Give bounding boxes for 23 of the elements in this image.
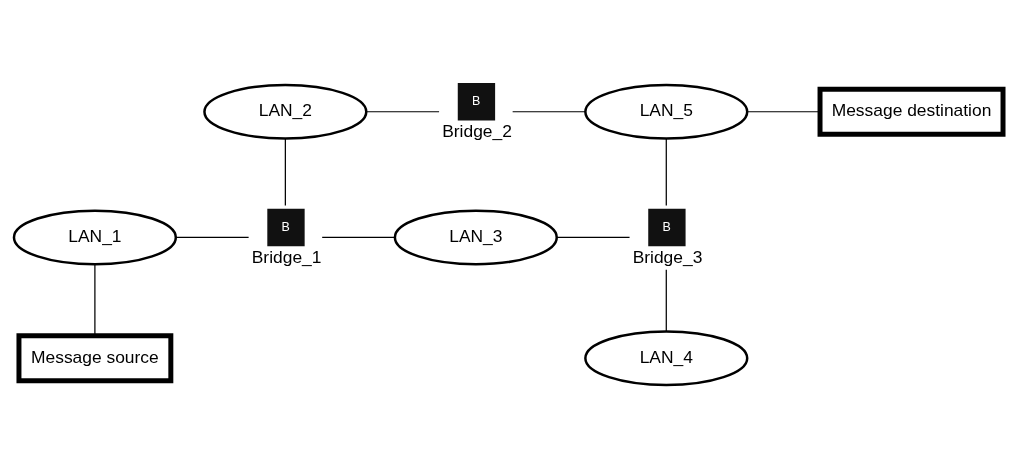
connector: [665, 268, 667, 332]
node-ellipse: LAN_5: [583, 83, 748, 140]
connector: [174, 236, 249, 238]
node-label: Bridge_2: [441, 120, 512, 141]
connector: [365, 110, 440, 112]
node-box: B: [647, 208, 686, 246]
connector: [555, 236, 630, 238]
connector: [93, 263, 96, 336]
node-ellipse: LAN_2: [202, 83, 367, 140]
connector: [746, 110, 820, 112]
node-ellipse: LAN_4: [583, 329, 748, 386]
node-ellipse: LAN_3: [393, 208, 558, 265]
connector: [284, 137, 286, 206]
node-box: Message destination: [817, 86, 1005, 137]
node-label: Bridge_3: [632, 246, 702, 267]
node-box: Message source: [15, 332, 173, 383]
node-ellipse: LAN_1: [12, 208, 177, 265]
node-box: B: [457, 82, 495, 120]
node-label: Bridge_1: [251, 246, 321, 267]
node-box: B: [266, 208, 305, 246]
connector: [665, 137, 667, 206]
connector: [511, 110, 586, 112]
connector: [321, 236, 395, 238]
